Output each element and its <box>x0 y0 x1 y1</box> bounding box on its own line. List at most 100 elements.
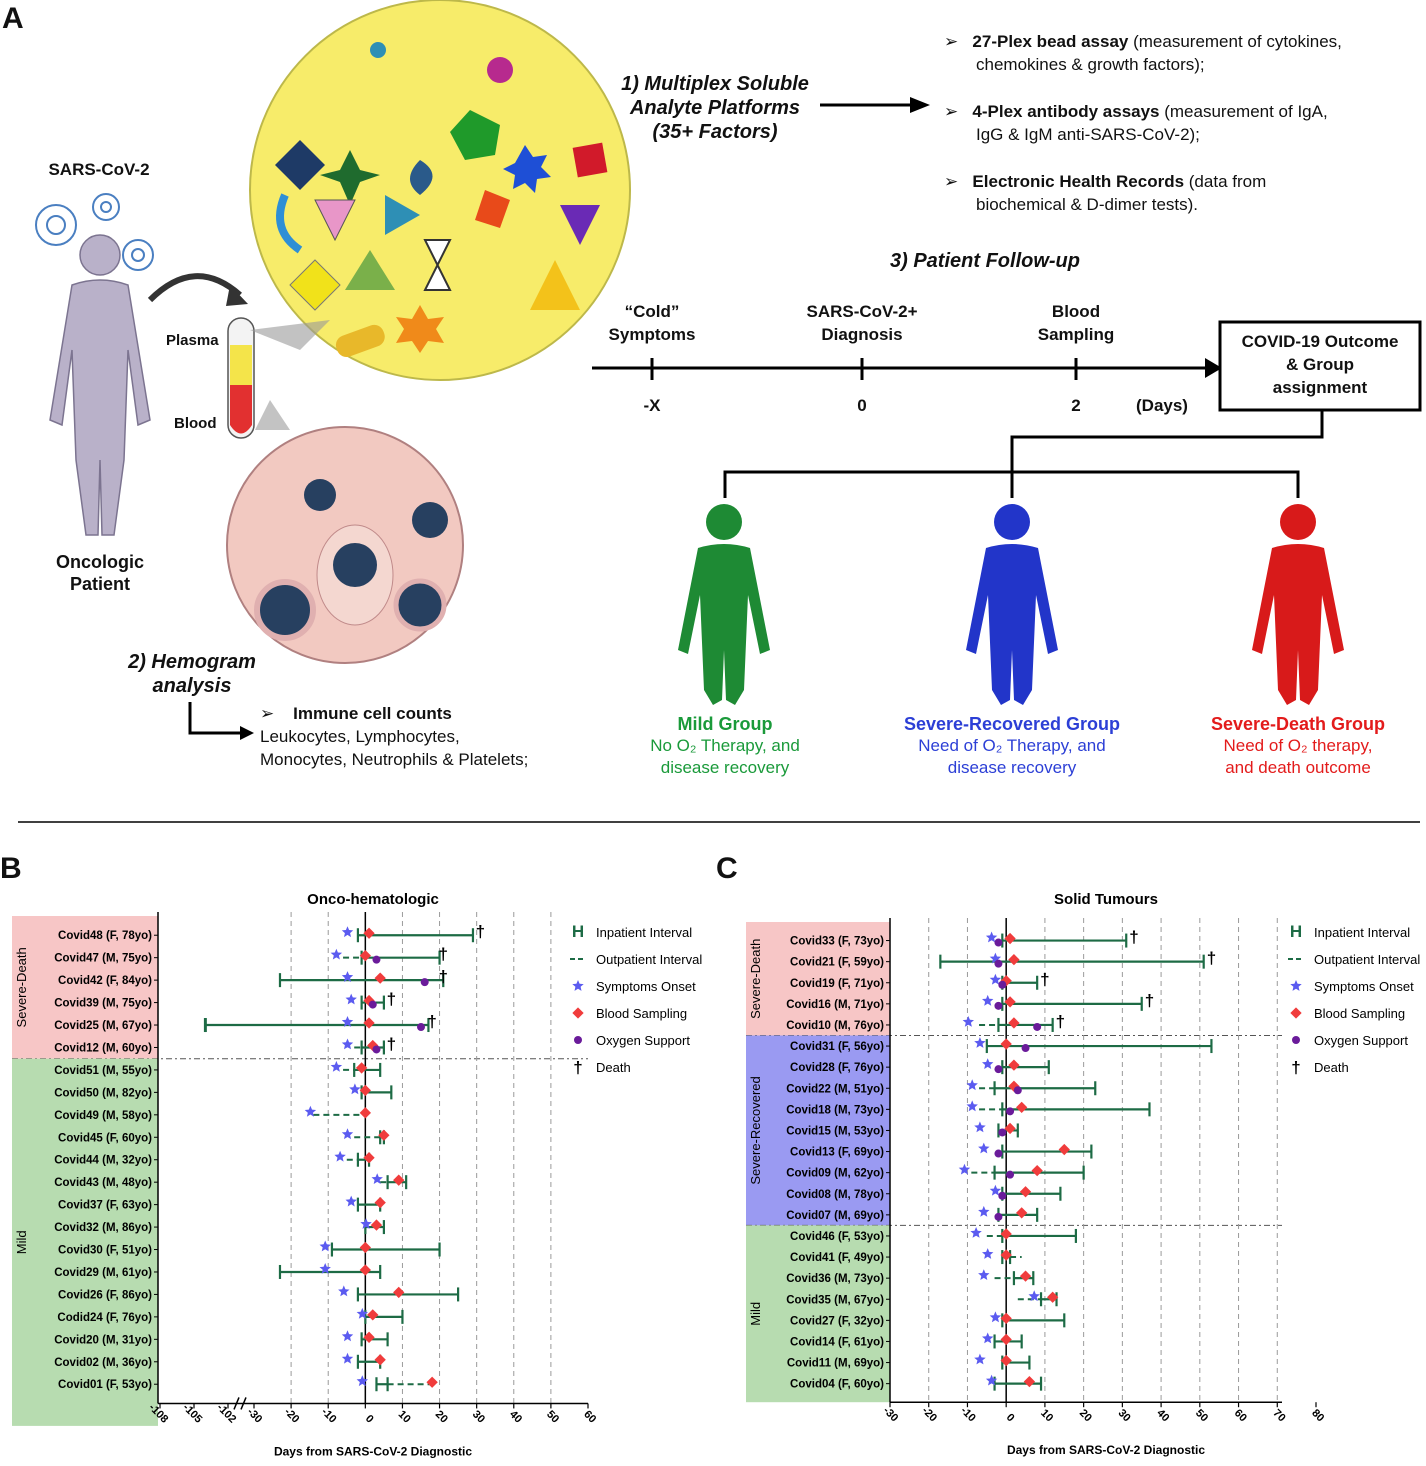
oxygen-support-marker <box>1013 1086 1022 1095</box>
symptom-onset-marker <box>982 994 994 1006</box>
oxygen-support-marker <box>417 1023 425 1032</box>
blood-sampling-marker <box>374 1196 386 1209</box>
x-tick-label: -30 <box>881 1405 901 1425</box>
patient-label: Codid24 (F, 76yo) <box>57 1312 152 1324</box>
arrow-icon <box>188 702 242 735</box>
symptom-onset-marker <box>341 1128 354 1140</box>
patient-figure <box>49 234 151 536</box>
timeline-tick-label: -X <box>643 396 661 415</box>
symptom-onset-marker <box>962 1016 974 1027</box>
blood-sampling-marker <box>370 1219 383 1231</box>
blood-sampling-marker <box>374 972 386 984</box>
symptom-onset-marker <box>982 1332 994 1344</box>
blood-sampling-marker <box>359 1107 371 1119</box>
x-tick-label: 60 <box>1232 1407 1249 1424</box>
timeline-event-label: SARS-CoV-2+ Diagnosis <box>806 302 918 344</box>
patient-label: Covid07 (M, 69yo) <box>786 1210 884 1222</box>
symptom-onset-marker <box>974 1121 986 1133</box>
legend-death-symbol: † <box>573 1058 582 1077</box>
symptom-onset-marker <box>341 1038 354 1050</box>
patient-label: Covid16 (M, 71yo) <box>786 999 884 1011</box>
immune-title: Immune cell counts <box>293 704 452 723</box>
step1-label: 1) Multiplex Soluble Analyte Platforms (… <box>621 73 809 143</box>
panel-label-c: C <box>716 852 738 885</box>
patient-label: Covid39 (M, 75yo) <box>54 998 152 1010</box>
legend-label: Outpatient Interval <box>596 952 702 967</box>
legend-label: Symptoms Onset <box>1314 979 1414 994</box>
x-tick-label: 40 <box>1154 1407 1171 1424</box>
symptom-onset-marker <box>360 1218 372 1229</box>
x-tick-label: -102 <box>214 1402 238 1426</box>
patient-label: Covid14 (F, 61yo) <box>790 1336 884 1348</box>
death-marker: † <box>1040 970 1049 989</box>
panel-label-b: B <box>0 852 22 885</box>
step3-label: 3) Patient Follow-up <box>890 250 1080 272</box>
symptom-onset-marker <box>974 1353 986 1365</box>
death-marker: † <box>387 1034 396 1053</box>
virus-label: SARS-CoV-2 <box>48 160 150 179</box>
blood-sampling-marker <box>1046 1291 1059 1303</box>
symptom-onset-marker <box>966 1100 978 1112</box>
death-marker: † <box>427 1012 436 1031</box>
legend-sampling-symbol <box>572 1007 584 1019</box>
oxygen-support-marker <box>994 1149 1003 1158</box>
patient-label: Covid22 (M, 51yo) <box>786 1083 884 1095</box>
patient-label: Covid11 (M, 69yo) <box>787 1358 884 1370</box>
axis-break <box>233 1397 240 1410</box>
legend-inpatient-symbol: H <box>572 922 584 941</box>
legend-label: Symptoms Onset <box>596 979 696 994</box>
patient-label: Covid46 (F, 53yo) <box>790 1231 884 1243</box>
x-axis-title: Days from SARS-CoV-2 Diagnostic <box>1007 1443 1205 1457</box>
patient-label: Covid50 (M, 82yo) <box>54 1087 152 1099</box>
x-tick-label: 30 <box>1116 1407 1133 1424</box>
patient-label: Covid47 (M, 75yo) <box>54 953 152 965</box>
x-tick-label: -20 <box>282 1406 302 1426</box>
symptom-onset-marker <box>349 1083 361 1095</box>
patient-label: Covid15 (M, 53yo) <box>786 1125 884 1137</box>
blood-sampling-marker <box>1016 1101 1028 1114</box>
immune-block: ➢ Immune cell counts Leukocytes, Lymphoc… <box>260 704 529 769</box>
chart-title: Onco-hematologic <box>307 891 439 908</box>
symptom-onset-marker <box>345 1195 357 1207</box>
assay-list: ➢ 27-Plex bead assay (measurement of cyt… <box>944 30 1414 216</box>
blood-sampling-marker <box>1023 1375 1036 1388</box>
legend-label: Death <box>596 1060 631 1075</box>
blood-sampling-marker <box>1019 1186 1032 1198</box>
x-tick-label: 0 <box>363 1413 376 1426</box>
symptom-onset-marker <box>974 1037 986 1048</box>
symptom-onset-marker <box>978 1142 990 1154</box>
patient-label: Covid26 (F, 86yo) <box>58 1289 152 1301</box>
symptom-onset-marker <box>985 931 998 943</box>
oxygen-support-marker <box>1006 1107 1015 1116</box>
patient-label: Covid48 (F, 78yo) <box>58 930 152 942</box>
arrow-icon <box>147 273 242 303</box>
patient-label: Covid13 (F, 69yo) <box>790 1147 884 1159</box>
symptom-onset-marker <box>982 1058 994 1069</box>
blood-sampling-marker <box>1019 1270 1032 1282</box>
oxygen-support-marker <box>368 1000 377 1009</box>
blood-sampling-marker <box>1004 1122 1016 1135</box>
x-tick-label: -105 <box>180 1402 204 1426</box>
blood-sampling-marker <box>1008 953 1020 966</box>
timeline-event-label: Blood Sampling <box>1037 302 1115 344</box>
symptom-onset-marker <box>989 1184 1002 1196</box>
x-tick-label: 80 <box>1309 1407 1326 1424</box>
blood-sampling-marker <box>1004 996 1016 1008</box>
plasma-label: Plasma <box>166 332 219 349</box>
timeline-event-label: “Cold” Symptoms <box>608 302 696 344</box>
blood-sampling-marker <box>367 1309 379 1321</box>
blood-sampling-marker <box>359 1264 371 1276</box>
patient-label: Covid28 (F, 76yo) <box>790 1062 884 1074</box>
patient-label: Covid35 (M, 67yo) <box>786 1294 884 1306</box>
symptom-onset-marker <box>371 1173 383 1184</box>
cell-circle <box>226 400 464 664</box>
patient-label: Covid20 (M, 31yo) <box>54 1334 152 1346</box>
legend-label: Outpatient Interval <box>1314 952 1420 967</box>
symptom-onset-marker <box>989 973 1002 985</box>
chart-solid-tumours: Solid TumoursSevere-DeathSevere-Recovere… <box>746 891 1420 1457</box>
analyte-circle <box>249 0 631 381</box>
patient-label: Covid41 (F, 49yo) <box>790 1252 884 1264</box>
oxygen-support-marker <box>420 978 429 987</box>
oxygen-support-marker <box>998 980 1007 989</box>
symptom-onset-marker <box>958 1163 971 1175</box>
